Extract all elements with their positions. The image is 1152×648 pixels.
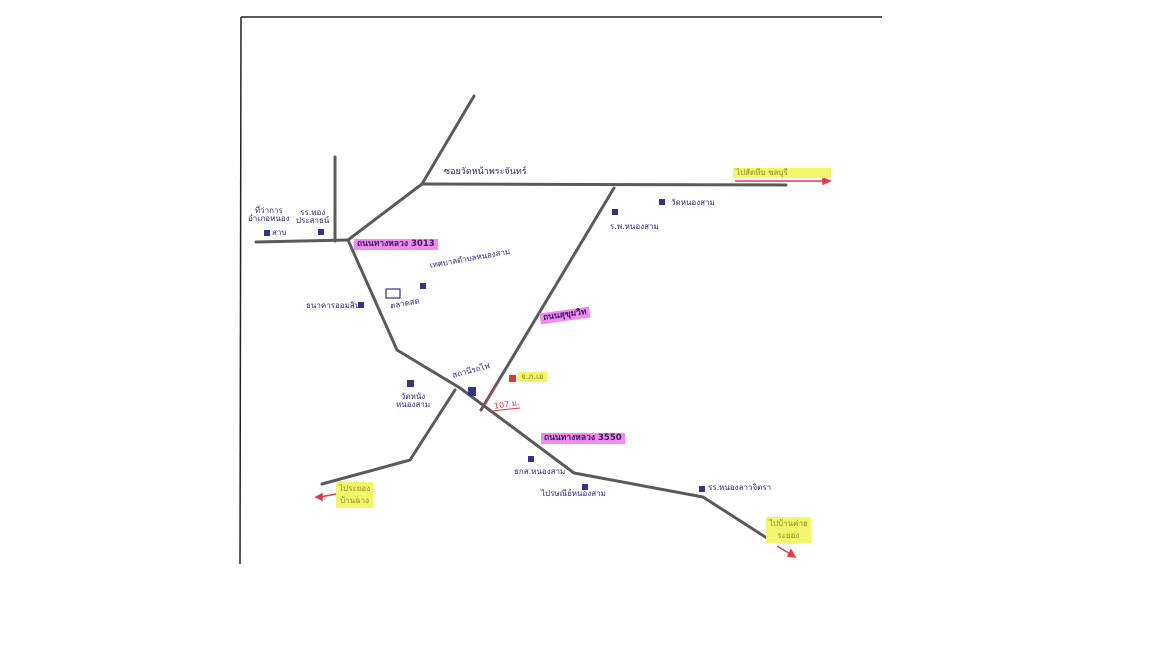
road-connector (346, 182, 424, 242)
place-post: ไปรษณีย์หนองสาม (541, 489, 606, 498)
marker-gov (612, 209, 618, 215)
road-sukhumvit (479, 186, 616, 412)
marker-station (509, 375, 516, 382)
marker-market (385, 288, 401, 299)
road-top-branch (420, 94, 476, 186)
arrow-top-right-head (822, 176, 832, 186)
road-3013 (346, 238, 772, 542)
road-label-3013: ถนนทางหลวง 3013 (354, 239, 438, 250)
arrow-bottom-left-head (314, 492, 323, 502)
distance-line (481, 379, 501, 409)
marker-stadium (264, 230, 270, 236)
roads (254, 94, 788, 542)
place-big-temple: วัดหนัง หนองสาม (396, 392, 431, 409)
place-bank: ธนาคารออมสิน (306, 301, 361, 310)
marker-post (582, 484, 588, 490)
station-label: จ.ภ.เอ (518, 372, 547, 382)
arrows (314, 176, 832, 558)
road-left (254, 238, 350, 244)
place-stadium: ที่ว่าการ อำเภอหนอง (248, 206, 290, 223)
direction-bottom-right: ไปบ้านค่าย ระยอง (766, 517, 811, 543)
distance-underline (491, 407, 521, 412)
road-horizontal (420, 182, 788, 187)
road-label-3550: ถนนทางหลวง 3550 (541, 433, 625, 444)
marker-main-office (468, 387, 476, 396)
marker-bank (358, 302, 364, 308)
marker-school-right (699, 486, 705, 492)
marker-big-temple (407, 380, 414, 387)
markers (264, 199, 705, 492)
place-gov: ร.พ.หนองสาม (610, 222, 659, 231)
marker-school-left (318, 229, 324, 235)
road-label-soi: ซอยวัดหน้าพระจันทร์ (444, 167, 527, 177)
place-temple: วัดหนองสาม (671, 198, 715, 207)
arrow-bottom-right-head (786, 548, 797, 558)
place-park: สาบ (272, 228, 287, 237)
place-school-left: รร.ทอง ประสาธน์ (296, 208, 330, 225)
marker-municipal (420, 283, 426, 289)
direction-top-right: ไปสัตหีบ ชลบุรี (733, 168, 831, 178)
road-bottom-left (320, 388, 457, 486)
marker-temple-top (659, 199, 665, 205)
direction-bottom-left: ไประยอง บ้านฉาง (336, 482, 374, 508)
frame-left-line (239, 16, 242, 565)
place-bts: ธกส.หนองสาม (514, 467, 566, 476)
place-school-right: รร.หนองลาวจิตรา (708, 483, 772, 492)
marker-bts (528, 456, 534, 462)
